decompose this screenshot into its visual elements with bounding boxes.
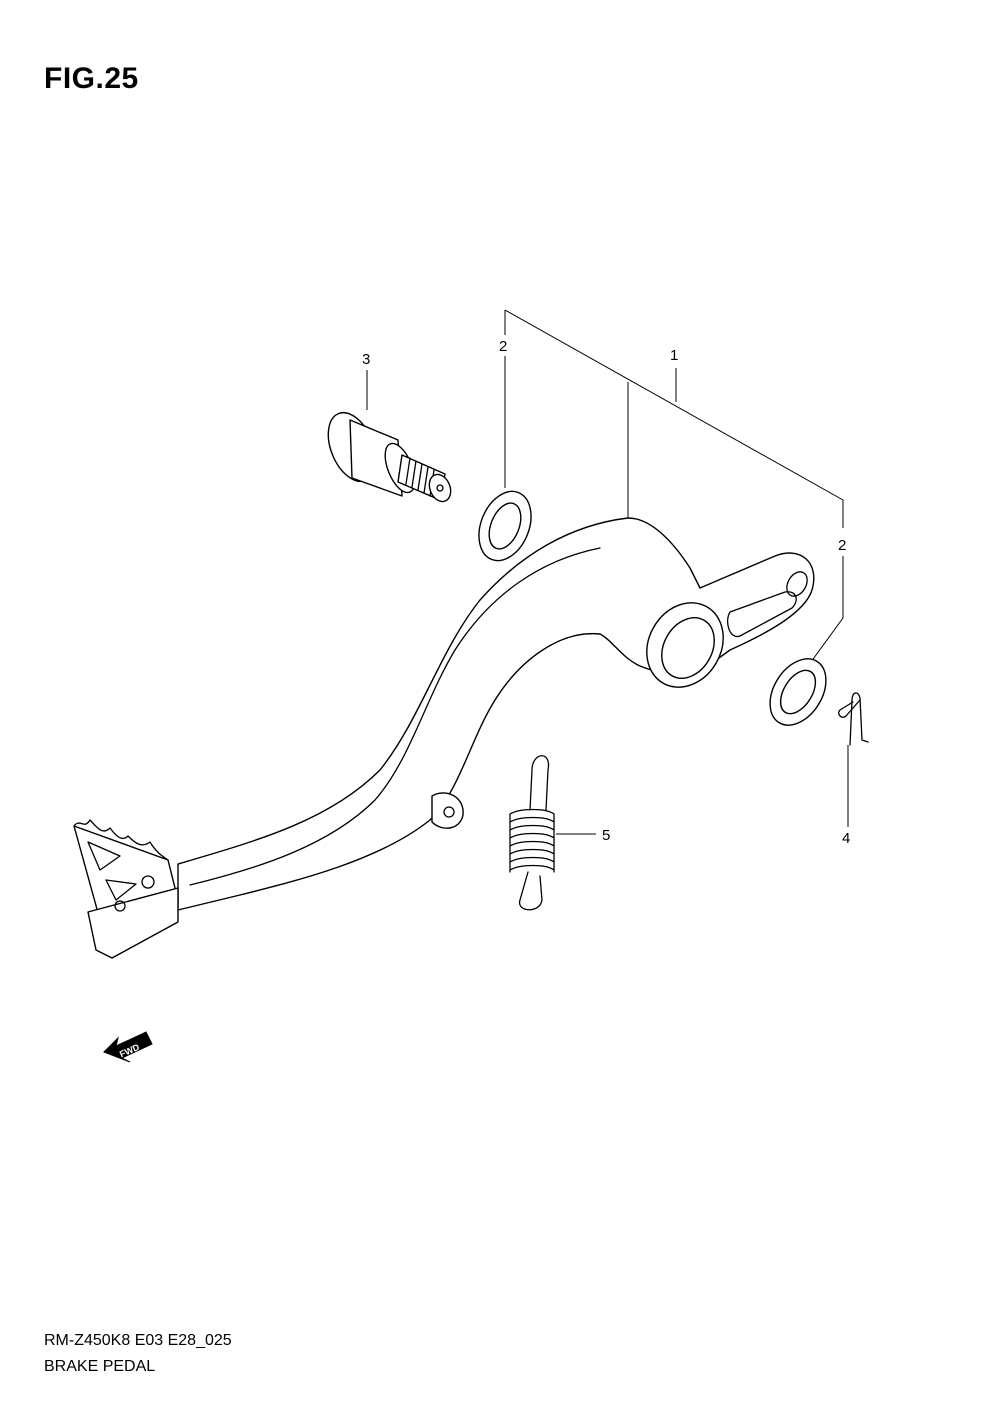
leader-line-2b <box>807 556 844 667</box>
brake-pedal <box>73 517 815 959</box>
callout-3: 3 <box>362 351 370 368</box>
washer-lower <box>769 658 827 726</box>
callout-5: 5 <box>602 827 610 844</box>
callout-4: 4 <box>842 830 850 847</box>
leader-lines <box>366 309 849 835</box>
fwd-direction-arrow: FWD <box>103 1031 153 1063</box>
callout-1: 1 <box>670 347 678 364</box>
bracket-line-1 <box>504 309 844 528</box>
figure-title: FIG.25 <box>44 62 139 95</box>
return-spring <box>509 755 555 911</box>
cotter-clip <box>838 692 869 746</box>
pivot-bolt <box>327 412 452 503</box>
callout-2a: 2 <box>499 338 507 355</box>
diagram-name: BRAKE PEDAL <box>44 1358 156 1375</box>
washer-upper <box>478 490 532 562</box>
callout-2b: 2 <box>838 537 846 554</box>
diagram-code: RM-Z450K8 E03 E28_025 <box>44 1332 232 1349</box>
